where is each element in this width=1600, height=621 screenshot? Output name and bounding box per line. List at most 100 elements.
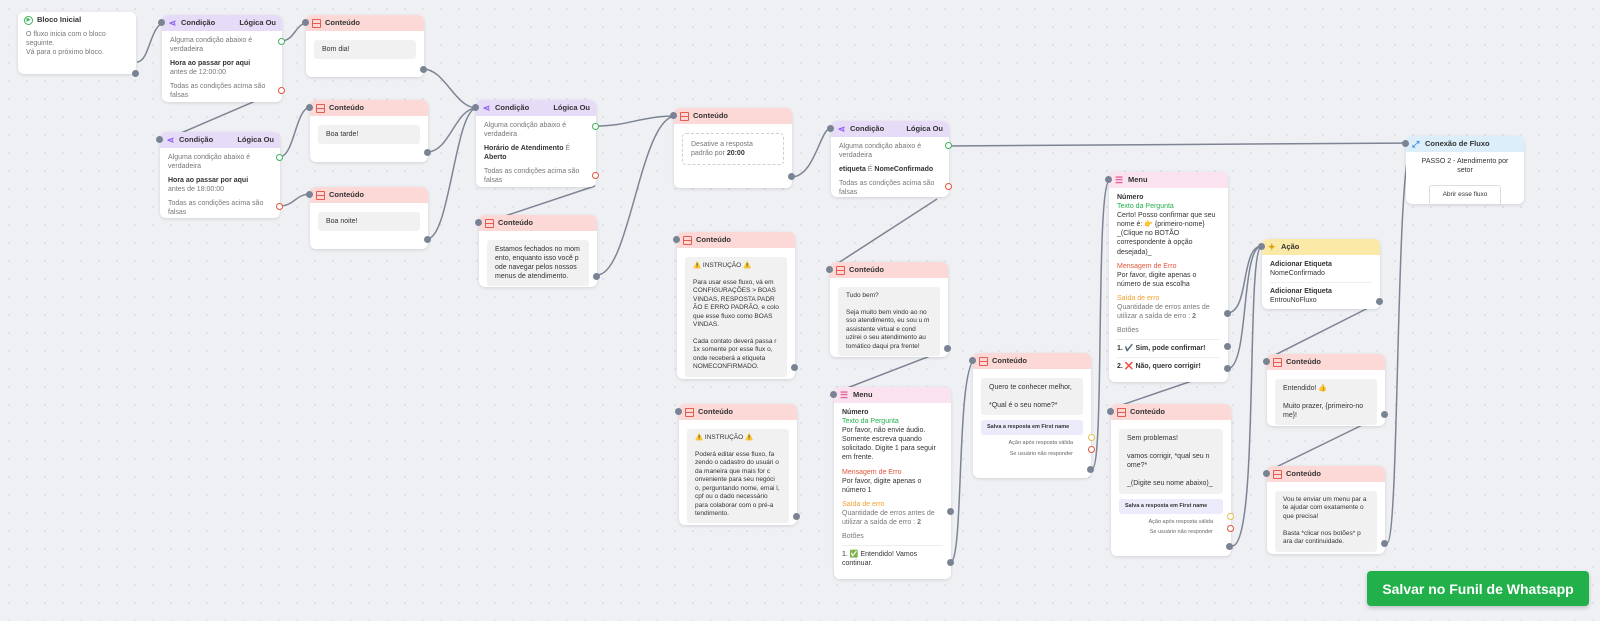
- condition-node-3[interactable]: ⋖ Condição Lógica Ou Alguma condição aba…: [472, 100, 599, 187]
- node-type-label: Condição: [179, 135, 214, 145]
- input-port[interactable]: [1105, 176, 1112, 183]
- input-port[interactable]: [158, 19, 165, 26]
- rule-field: Hora ao passar por aqui: [170, 60, 251, 68]
- start-block[interactable]: ▶ Bloco Inicial O fluxo inicia com o blo…: [18, 12, 139, 77]
- true-port[interactable]: [592, 123, 599, 130]
- true-port[interactable]: [278, 38, 285, 45]
- content-icon: [1273, 469, 1282, 479]
- condition-node-4[interactable]: ⋖ Condição Lógica Ou Alguma condição aba…: [827, 121, 952, 197]
- output-port[interactable]: [791, 364, 798, 371]
- content-node-entendido[interactable]: Conteúdo Entendido! 👍 Muito prazer, {pri…: [1263, 354, 1388, 426]
- logic-label: Lógica Ou: [906, 124, 943, 134]
- output-port[interactable]: [1226, 543, 1233, 550]
- input-port[interactable]: [306, 104, 313, 111]
- action-node[interactable]: ✦Ação Adicionar Etiqueta NomeConfirmado …: [1258, 239, 1383, 309]
- buttons-label: Botões: [842, 533, 864, 541]
- content-node-sem-problemas[interactable]: Conteúdo Sem problemas! vamos corrigir, …: [1107, 404, 1234, 556]
- true-port[interactable]: [276, 154, 283, 161]
- input-port[interactable]: [472, 104, 479, 111]
- message-text: ⚠️ INSTRUÇÃO ⚠️ Poderá editar esse fluxo…: [687, 429, 789, 524]
- input-port[interactable]: [1263, 358, 1270, 365]
- content-node-boa-noite[interactable]: Conteúdo Boa noite!: [306, 187, 431, 249]
- true-branch-label: Alguma condição abaixo é verdadeira: [484, 122, 567, 139]
- menu-node-2[interactable]: ☰Menu Número Texto da Pergunta Certo! Po…: [1105, 172, 1231, 382]
- input-port[interactable]: [830, 391, 837, 398]
- content-node-vou-te-enviar[interactable]: Conteúdo Vou te enviar um menu par a te …: [1263, 466, 1388, 554]
- node-type-label: Conteúdo: [1130, 407, 1165, 417]
- input-port[interactable]: [1402, 140, 1409, 147]
- false-port[interactable]: [278, 87, 285, 94]
- output-port[interactable]: [593, 273, 600, 280]
- input-port[interactable]: [826, 266, 833, 273]
- error-output-port[interactable]: [947, 508, 954, 515]
- content-node-fechados[interactable]: Conteúdo Estamos fechados no mom ento, e…: [475, 215, 600, 287]
- input-port[interactable]: [1107, 408, 1114, 415]
- valid-response-port[interactable]: [1227, 513, 1234, 520]
- input-port[interactable]: [302, 19, 309, 26]
- output-port[interactable]: [420, 66, 427, 73]
- message-text: Boa tarde!: [318, 125, 420, 145]
- input-port[interactable]: [827, 125, 834, 132]
- error-label: Mensagem de Erro: [842, 468, 902, 476]
- input-port[interactable]: [673, 236, 680, 243]
- content-node-instrucao-2[interactable]: Conteúdo ⚠️ INSTRUÇÃO ⚠️ Poderá editar e…: [675, 404, 800, 525]
- error-exit-label: Saída de erro: [1117, 294, 1160, 302]
- output-port[interactable]: [1376, 298, 1383, 305]
- content-node-bom-dia[interactable]: Conteúdo Bom dia!: [302, 15, 427, 77]
- save-funnel-button[interactable]: Salvar no Funil de Whatsapp: [1367, 571, 1589, 606]
- true-branch-label: Alguma condição abaixo é verdadeira: [168, 154, 251, 171]
- output-port[interactable]: [424, 149, 431, 156]
- no-response-port[interactable]: [1088, 446, 1095, 453]
- menu-node-1[interactable]: ☰Menu Número Texto da Pergunta Por favor…: [830, 387, 954, 579]
- list-icon: ☰: [840, 389, 849, 400]
- error-exit-text: Quantidade de erros antes de utilizar a …: [1117, 304, 1210, 321]
- message-text: Vou te enviar um menu par a te ajudar co…: [1275, 491, 1377, 552]
- start-block-text: O fluxo inicia com o bloco seguinte. Vá …: [26, 31, 106, 57]
- list-icon: ☰: [1115, 174, 1124, 185]
- content-node-desative[interactable]: Conteúdo Desative a resposta padrão por …: [670, 108, 795, 188]
- content-node-instrucao-1[interactable]: Conteúdo ⚠️ INSTRUÇÃO ⚠️ Para usar esse …: [673, 232, 798, 379]
- menu-header: ☰Menu: [1109, 172, 1228, 188]
- content-node-boa-tarde[interactable]: Conteúdo Boa tarde!: [306, 100, 431, 162]
- input-port[interactable]: [306, 191, 313, 198]
- input-port[interactable]: [156, 136, 163, 143]
- true-port[interactable]: [945, 142, 952, 149]
- false-port[interactable]: [276, 203, 283, 210]
- false-port[interactable]: [592, 172, 599, 179]
- false-port[interactable]: [945, 183, 952, 190]
- input-port[interactable]: [675, 408, 682, 415]
- open-flow-button[interactable]: Abrir esse fluxo: [1429, 185, 1501, 206]
- output-port[interactable]: [1381, 411, 1388, 418]
- output-port[interactable]: [793, 513, 800, 520]
- content-icon: [316, 190, 325, 200]
- input-port[interactable]: [475, 219, 482, 226]
- no-response-port[interactable]: [1227, 525, 1234, 532]
- error-text: Por favor, digite apenas o número 1: [842, 477, 922, 494]
- node-type-label: Conteúdo: [849, 265, 884, 275]
- option-2-output-port[interactable]: [1224, 365, 1231, 372]
- start-output-port[interactable]: [132, 70, 139, 77]
- content-header: Conteúdo: [1267, 354, 1385, 370]
- content-node-tudo-bem[interactable]: Conteúdo Tudo bem? Seja muito bem vindo …: [826, 262, 951, 357]
- output-port[interactable]: [788, 173, 795, 180]
- valid-response-port[interactable]: [1088, 434, 1095, 441]
- error-output-port[interactable]: [1224, 310, 1231, 317]
- condition-node-2[interactable]: ⋖ Condição Lógica Ou Alguma condição aba…: [156, 132, 283, 218]
- save-variable-badge: Salva a resposta em First name: [1119, 498, 1223, 514]
- input-port[interactable]: [969, 357, 976, 364]
- output-port[interactable]: [1381, 540, 1388, 547]
- option-1-output-port[interactable]: [1224, 343, 1231, 350]
- flow-connection-node[interactable]: ⤢Conexão de Fluxo PASSO 2 - Atendimento …: [1402, 136, 1524, 206]
- output-port[interactable]: [424, 236, 431, 243]
- condition-node-1[interactable]: ⋖ Condição Lógica Ou Alguma condição aba…: [158, 15, 285, 102]
- content-node-conhecer[interactable]: Conteúdo Quero te conhecer melhor, *Qual…: [969, 353, 1095, 478]
- node-type-label: Conteúdo: [693, 111, 728, 121]
- output-port[interactable]: [1087, 466, 1094, 473]
- node-type-label: Condição: [850, 124, 885, 134]
- input-port[interactable]: [1263, 470, 1270, 477]
- option-output-port[interactable]: [947, 559, 954, 566]
- rule-value: antes de 18:00:00: [168, 186, 225, 194]
- input-port[interactable]: [1258, 243, 1265, 250]
- input-port[interactable]: [670, 112, 677, 119]
- output-port[interactable]: [944, 345, 951, 352]
